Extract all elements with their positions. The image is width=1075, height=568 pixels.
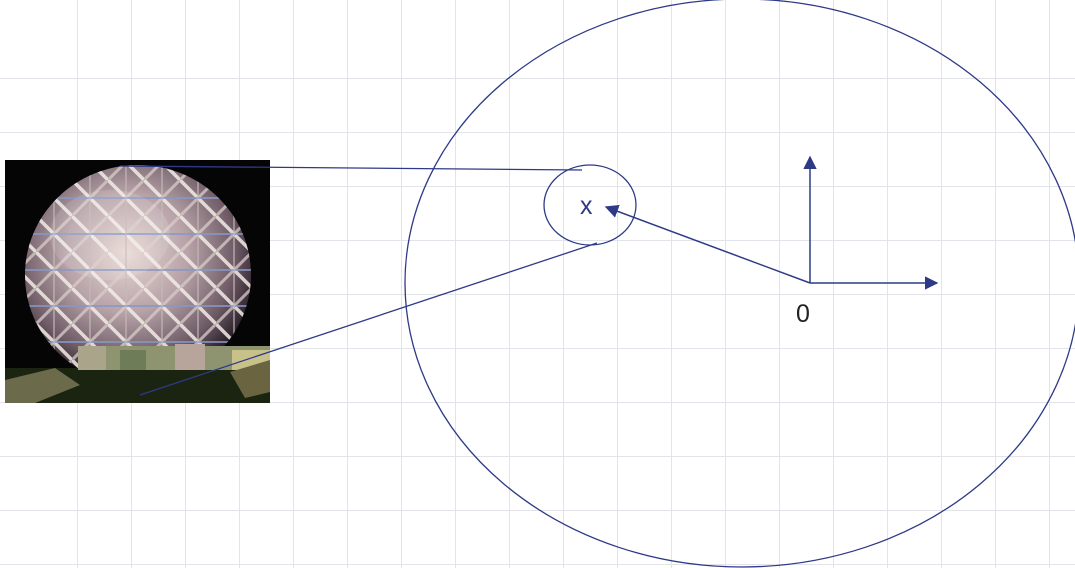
connector-line-top xyxy=(119,165,583,171)
point-x-label: x xyxy=(580,192,593,220)
position-vector-arrow xyxy=(604,204,811,284)
connector-line-bottom xyxy=(139,242,598,396)
lattice-sphere-image xyxy=(5,160,270,403)
zoom-region-ellipse xyxy=(404,0,1075,568)
origin-label: 0 xyxy=(796,300,810,328)
point-neighborhood-circle xyxy=(543,164,637,246)
